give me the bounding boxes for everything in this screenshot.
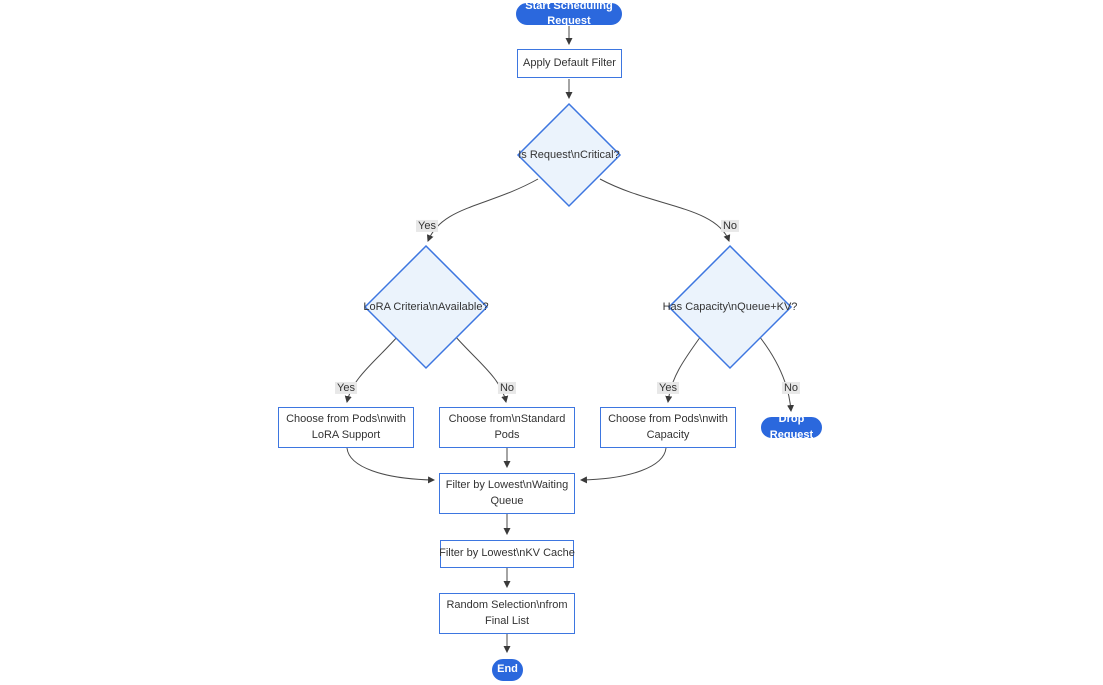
edge-label-lora-no: No [497, 381, 517, 395]
edge-capacity-no [758, 335, 795, 413]
edge-label-critical-yes: Yes [416, 219, 438, 233]
edge-lorapods-to-filter [346, 447, 436, 484]
edge-critical-yes [426, 178, 539, 242]
node-choose-pods-lora: Choose from Pods\nwith LoRA Support [278, 407, 414, 448]
edge-label-capacity-no: No [781, 381, 801, 395]
edge-capacity-yes [665, 335, 702, 404]
edge-lora-no [454, 335, 509, 404]
decision-is-request-critical [516, 102, 622, 208]
decision-lora-criteria-available [363, 244, 489, 370]
node-end: End [492, 659, 523, 681]
node-drop-request: Drop Request [761, 413, 822, 441]
node-choose-pods-capacity: Choose from Pods\nwith Capacity [600, 407, 736, 448]
node-filter-lowest-waiting-queue: Filter by Lowest\nWaiting Queue [439, 473, 575, 514]
node-apply-default-filter: Apply Default Filter [517, 49, 622, 78]
edge-critical-no [599, 178, 731, 242]
edge-capacitypods-to-filter [579, 447, 667, 484]
node-choose-standard-pods: Choose from\nStandard Pods [439, 407, 575, 448]
node-random-selection-final-list: Random Selection\nfrom Final List [439, 593, 575, 634]
edge-label-capacity-yes: Yes [657, 381, 679, 395]
edge-lora-yes [344, 335, 399, 404]
label-has-capacity-queue-kv: Has Capacity\nQueue+KV? [662, 301, 798, 313]
label-lora-criteria-available: LoRA Criteria\nAvailable? [363, 301, 489, 313]
edge-label-lora-yes: Yes [335, 381, 357, 395]
edge-label-critical-no: No [720, 219, 740, 233]
node-start: Start Scheduling Request [516, 0, 622, 27]
label-is-request-critical: Is Request\nCritical? [518, 149, 620, 161]
node-filter-lowest-kv-cache: Filter by Lowest\nKV Cache [439, 540, 575, 568]
decision-has-capacity-queue-kv [667, 244, 793, 370]
